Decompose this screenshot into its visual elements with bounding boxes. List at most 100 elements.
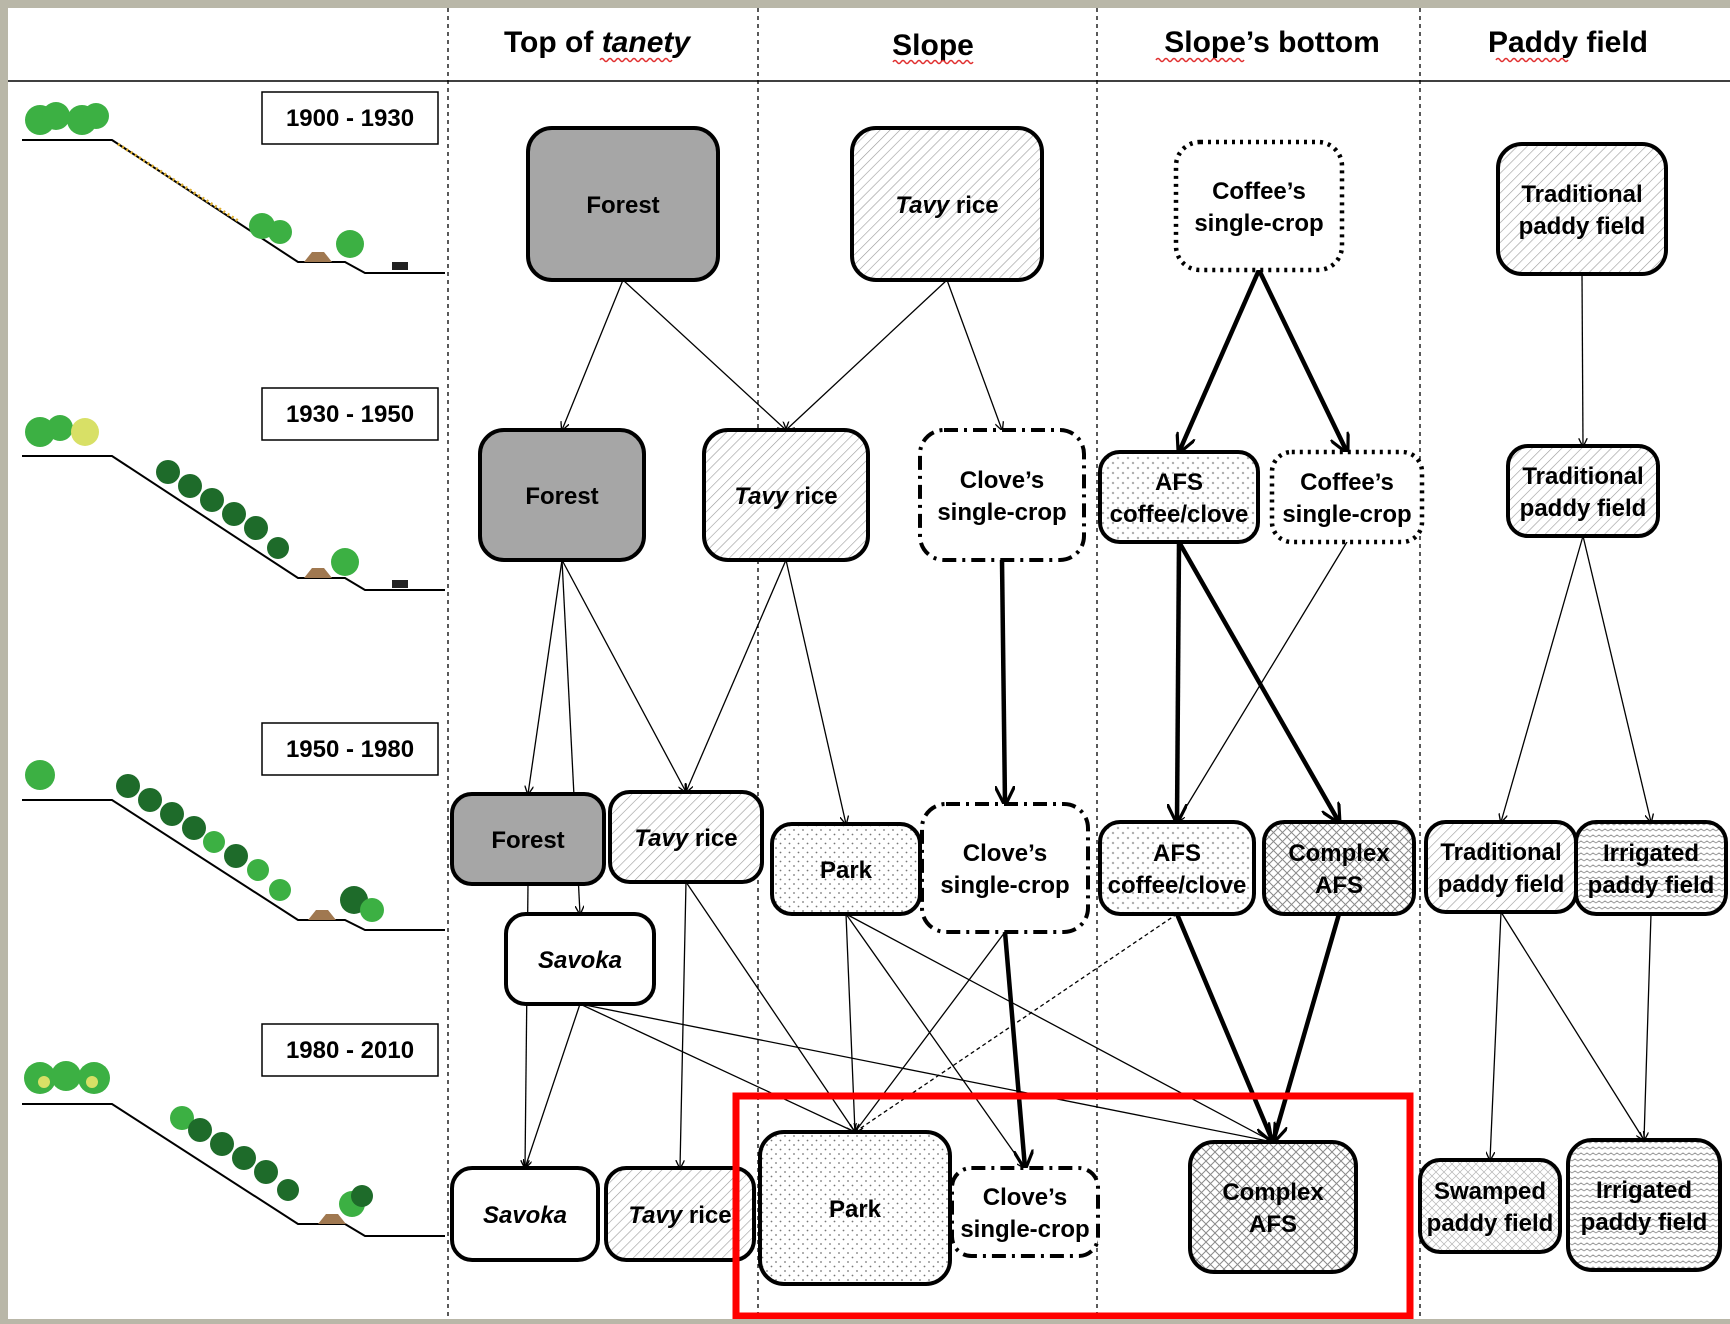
period-label: 1900 - 1930 bbox=[261, 91, 439, 145]
transition-edge-p2_paddy-to-p3_irrig bbox=[1582, 535, 1651, 822]
node-p3_irrig: Irrigated paddy field bbox=[1574, 820, 1728, 916]
transition-edge-p3_park-to-p4_clove bbox=[845, 913, 1025, 1168]
node-label: paddy field bbox=[1588, 872, 1715, 899]
transition-edge-p2_afs-to-p3_afs bbox=[1177, 541, 1179, 822]
period-label: 1950 - 1980 bbox=[261, 722, 439, 776]
node-label: single-crop bbox=[940, 872, 1069, 899]
node-label: Complex bbox=[1222, 1179, 1324, 1206]
node-p4_park: Park bbox=[758, 1130, 952, 1286]
node-label: AFS bbox=[1155, 469, 1203, 496]
column-separators bbox=[447, 8, 1421, 1319]
period-label-text: 1950 - 1980 bbox=[286, 736, 414, 763]
transition-edges bbox=[525, 269, 1652, 1168]
node-p2_forest: Forest bbox=[478, 428, 646, 562]
node-p3_trad: Traditional paddy field bbox=[1424, 820, 1578, 914]
node-p2_afs: AFS coffee/clove bbox=[1098, 450, 1260, 544]
node-label: Savoka bbox=[483, 1202, 567, 1229]
node-p1_forest: Forest bbox=[526, 126, 720, 282]
node-label: paddy field bbox=[1427, 1210, 1554, 1237]
node-label: coffee/clove bbox=[1110, 501, 1249, 528]
node-p3_savoka: Savoka bbox=[504, 912, 656, 1006]
node-label: Forest bbox=[525, 483, 598, 510]
node-p1_tavy: Tavy rice bbox=[850, 126, 1044, 282]
transition-edge-p1_tavy-to-p2_clove bbox=[946, 279, 1002, 430]
node-p2_clove: Clove’s single-crop bbox=[918, 428, 1086, 562]
node-label: paddy field bbox=[1438, 871, 1565, 898]
node-p1_coffee: Coffee’s single-crop bbox=[1173, 139, 1345, 273]
node-label: single-crop bbox=[1282, 501, 1411, 528]
node-label: coffee/clove bbox=[1108, 872, 1247, 899]
transition-edge-p1_forest-to-p2_tavy bbox=[622, 279, 786, 430]
node-p3_forest: Forest bbox=[450, 792, 606, 886]
period-label-text: 1980 - 2010 bbox=[286, 1037, 414, 1064]
node-p3_park: Park bbox=[770, 822, 922, 916]
node-label: AFS bbox=[1249, 1211, 1297, 1238]
transition-edge-p3_irrig-to-p4_irrig bbox=[1644, 913, 1652, 1140]
node-label: Swamped bbox=[1434, 1178, 1546, 1205]
node-label: Complex bbox=[1288, 840, 1390, 867]
column-header-slopes-bottom: Slope’s bottom bbox=[1164, 26, 1380, 59]
node-label: Forest bbox=[491, 827, 564, 854]
node-p3_afs: AFS coffee/clove bbox=[1098, 820, 1256, 916]
transition-edge-p3_clove-to-p4_clove bbox=[1002, 931, 1025, 1168]
transition-edge-p2_tavy-to-p3_tavy bbox=[686, 559, 787, 792]
transition-edge-p1_tavy-to-p2_tavy bbox=[786, 279, 948, 430]
transition-edge-p2_coffee-to-p3_afs bbox=[1177, 541, 1348, 822]
node-label: Irrigated bbox=[1603, 840, 1699, 867]
node-label: Tavy rice bbox=[634, 825, 737, 852]
node-p3_clove: Clove’s single-crop bbox=[920, 802, 1090, 934]
node-p4_swamp: Swamped paddy field bbox=[1418, 1158, 1562, 1254]
node-label: paddy field bbox=[1519, 213, 1646, 240]
period-label-text: 1900 - 1930 bbox=[286, 105, 414, 132]
node-label: Clove’s bbox=[983, 1184, 1067, 1211]
transition-edge-p3_savoka-to-p4_park bbox=[579, 1003, 855, 1132]
transition-edge-p2_forest-to-p3_forest bbox=[528, 559, 563, 794]
transition-edge-p3_tavy-to-p4_tavy bbox=[680, 881, 687, 1168]
transition-edge-p1_coffee-to-p2_coffee bbox=[1256, 269, 1347, 452]
period-label-text: 1930 - 1950 bbox=[286, 401, 414, 428]
node-label: Traditional bbox=[1440, 839, 1561, 866]
highlight-frame bbox=[732, 1092, 1414, 1320]
node-label: paddy field bbox=[1581, 1209, 1708, 1236]
transition-edge-p3_afs-to-p4_complex bbox=[1174, 913, 1273, 1142]
transition-edge-p2_afs-to-p3_complex bbox=[1177, 540, 1339, 822]
transition-edge-p1_forest-to-p2_forest bbox=[562, 279, 624, 430]
landscape-1930-1950 bbox=[22, 415, 445, 591]
node-label: AFS bbox=[1153, 840, 1201, 867]
column-header-paddy-field: Paddy field bbox=[1488, 26, 1648, 59]
node-label: single-crop bbox=[1194, 210, 1323, 237]
transition-edge-p2_forest-to-p3_tavy bbox=[561, 559, 686, 792]
node-label: Tavy rice bbox=[895, 192, 998, 219]
node-label: Traditional bbox=[1521, 181, 1642, 208]
node-p4_tavy: Tavy rice bbox=[604, 1166, 756, 1262]
column-header-slope: Slope bbox=[892, 29, 974, 62]
node-label: Coffee’s bbox=[1300, 469, 1394, 496]
landscape-1950-1980 bbox=[22, 760, 445, 931]
transition-edge-p3_complex-to-p4_complex bbox=[1273, 913, 1342, 1142]
node-p4_savoka: Savoka bbox=[450, 1166, 600, 1262]
node-label: single-crop bbox=[960, 1216, 1089, 1243]
transition-edge-p1_coffee-to-p2_afs bbox=[1179, 269, 1262, 452]
node-label: Clove’s bbox=[960, 467, 1044, 494]
node-label: Park bbox=[820, 857, 873, 884]
transition-edge-p3_savoka-to-p4_complex bbox=[579, 1003, 1273, 1142]
column-header-top-of-tanety: Top of tanety bbox=[504, 26, 691, 59]
node-label: Coffee’s bbox=[1212, 178, 1306, 205]
node-label: single-crop bbox=[937, 499, 1066, 526]
transition-edge-p3_trad-to-p4_swamp bbox=[1490, 911, 1502, 1160]
header-spellcheck-squiggles bbox=[599, 57, 1569, 65]
node-label: Tavy rice bbox=[734, 483, 837, 510]
node-label: Clove’s bbox=[963, 840, 1047, 867]
transition-edge-p3_park-to-p4_complex bbox=[845, 913, 1273, 1142]
period-label: 1930 - 1950 bbox=[261, 387, 439, 441]
node-label: Forest bbox=[586, 192, 659, 219]
node-p2_coffee: Coffee’s single-crop bbox=[1269, 449, 1425, 545]
period-label: 1980 - 2010 bbox=[261, 1023, 439, 1077]
transition-edge-p2_clove-to-p3_clove bbox=[1002, 559, 1005, 804]
transition-edge-p1_paddy-to-p2_paddy bbox=[1582, 273, 1583, 446]
